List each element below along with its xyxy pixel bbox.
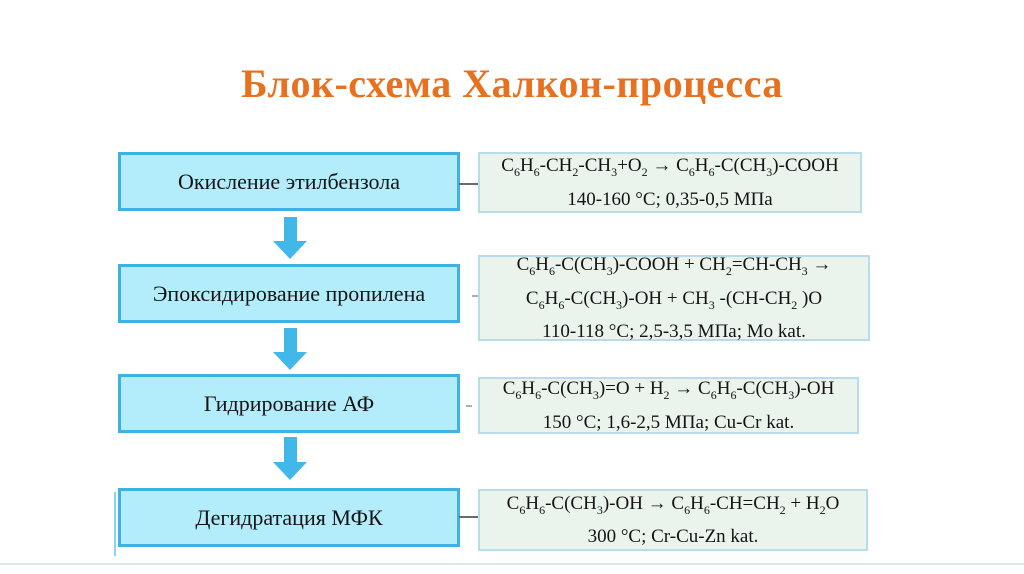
reaction-formula-box-1: C6H6-CH2-CH3+O2 → C6H6-C(CH3)-COOH 140-16… [478, 152, 862, 213]
process-step-block-3: Гидрирование АФ [118, 374, 460, 433]
formula-line: C6H6-C(CH3)=O + H2 → C6H6-C(CH3)-OH [502, 378, 835, 402]
process-step-block-2: Эпоксидирование пропилена [118, 264, 460, 323]
arrow-head [273, 241, 307, 259]
process-step-label: Эпоксидирование пропилена [152, 280, 426, 306]
slide-title: Блок-схема Халкон-процесса [241, 61, 783, 106]
down-arrow-icon [273, 328, 307, 370]
process-step-label: Дегидратация МФК [195, 504, 383, 530]
formula-line: 110-118 °C; 2,5-3,5 МПа; Mo kat. [542, 321, 806, 343]
process-step-block-4: Дегидратация МФК [118, 488, 460, 547]
down-arrow-icon [273, 437, 307, 480]
connector-line-4 [459, 516, 479, 518]
reaction-formula-box-2: C6H6-C(CH3)-COOH + CH2=CH-CH3 → C6H6-C(CH… [478, 254, 870, 342]
bottom-border-line [0, 563, 1024, 565]
process-step-label: Гидрирование АФ [203, 390, 375, 416]
arrow-stem [283, 328, 297, 352]
formula-line: 140-160 °C; 0,35-0,5 МПа [567, 188, 773, 210]
arrow-head [273, 462, 307, 480]
connector-line-3 [466, 405, 472, 407]
reaction-formula-box-3: C6H6-C(CH3)=O + H2 → C6H6-C(CH3)-OH 150 °… [478, 377, 859, 434]
process-step-block-1: Окисление этилбензола [118, 152, 460, 211]
formula-line: 150 °C; 1,6-2,5 МПа; Cu-Cr kat. [542, 411, 795, 433]
formula-line: 300 °C; Cr-Cu-Zn kat. [587, 526, 759, 548]
formula-line: C6H6-C(CH3)-COOH + CH2=CH-CH3 → [516, 253, 832, 278]
arrow-stem [283, 437, 297, 462]
left-accent-line [114, 492, 116, 556]
formula-line: C6H6-C(CH3)-OH + CH3 -(CH-CH2 )O [525, 287, 823, 312]
connector-line-1 [459, 183, 479, 185]
reaction-formula-box-4: C6H6-C(CH3)-OH → C6H6-CH=CH2 + H2O 300 °C… [478, 489, 868, 551]
connector-line-2 [472, 295, 478, 297]
down-arrow-icon [273, 217, 307, 259]
formula-line: C6H6-C(CH3)-OH → C6H6-CH=CH2 + H2O [506, 492, 840, 517]
process-step-label: Окисление этилбензола [178, 168, 400, 194]
arrow-stem [283, 217, 297, 241]
formula-line: C6H6-CH2-CH3+O2 → C6H6-C(CH3)-COOH [501, 155, 839, 179]
arrow-head [273, 352, 307, 370]
